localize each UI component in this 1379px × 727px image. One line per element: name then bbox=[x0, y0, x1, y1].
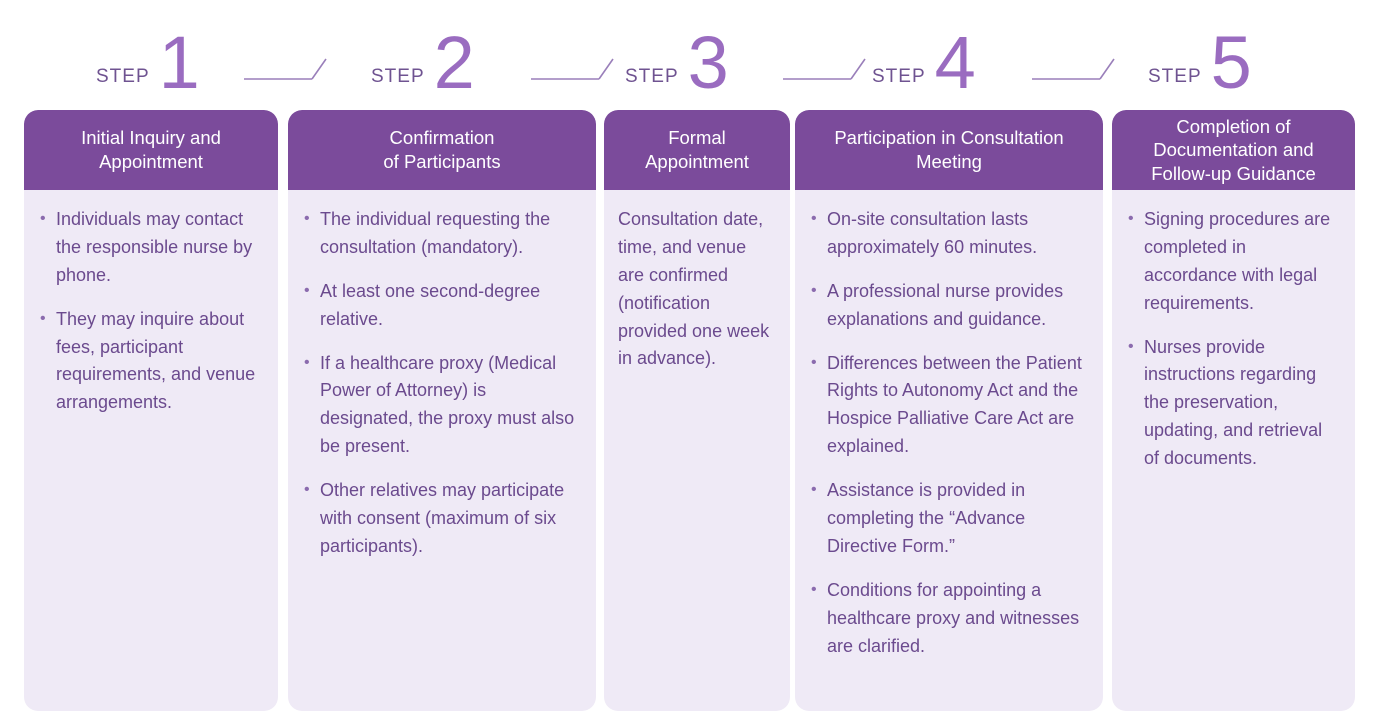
step-card-4-list: On-site consultation lasts approximately… bbox=[809, 206, 1089, 660]
step-card-1-list: Individuals may contact the responsible … bbox=[38, 206, 264, 417]
step-label-4: STEP bbox=[872, 66, 926, 87]
step-card-2-list: The individual requesting the consultati… bbox=[302, 206, 582, 561]
step-card-4[interactable]: Participation in Consultation Meeting On… bbox=[795, 110, 1103, 711]
step-marker-5: STEP 5 bbox=[1148, 26, 1252, 100]
step-number-4: 4 bbox=[934, 21, 976, 104]
step-card-5[interactable]: Completion of Documentation and Follow-u… bbox=[1112, 110, 1355, 711]
step-card-1-title: Initial Inquiry and Appointment bbox=[81, 127, 221, 172]
list-item: If a healthcare proxy (Medical Power of … bbox=[302, 350, 582, 462]
step-card-2-header: Confirmation of Participants bbox=[288, 110, 596, 190]
list-item: Assistance is provided in completing the… bbox=[809, 477, 1089, 561]
step-marker-1: STEP 1 bbox=[96, 26, 200, 100]
step-card-3[interactable]: Formal Appointment Consultation date, ti… bbox=[604, 110, 790, 711]
step-card-3-header: Formal Appointment bbox=[604, 110, 790, 190]
step-card-3-title: Formal Appointment bbox=[645, 127, 749, 172]
list-item: Individuals may contact the responsible … bbox=[38, 206, 264, 290]
list-item: The individual requesting the consultati… bbox=[302, 206, 582, 262]
step-marker-4: STEP 4 bbox=[872, 26, 976, 100]
step-label-1: STEP bbox=[96, 66, 150, 87]
step-card-4-body: On-site consultation lasts approximately… bbox=[795, 190, 1103, 711]
step-number-3: 3 bbox=[687, 21, 729, 104]
step-label-5: STEP bbox=[1148, 66, 1202, 87]
list-item: A professional nurse provides explanatio… bbox=[809, 278, 1089, 334]
list-item: Nurses provide instructions regarding th… bbox=[1126, 334, 1341, 473]
list-item: They may inquire about fees, participant… bbox=[38, 306, 264, 418]
step-label-2: STEP bbox=[371, 66, 425, 87]
step-card-2-body: The individual requesting the consultati… bbox=[288, 190, 596, 711]
step-number-5: 5 bbox=[1210, 21, 1252, 104]
step-card-2[interactable]: Confirmation of Participants The individ… bbox=[288, 110, 596, 711]
step-card-1[interactable]: Initial Inquiry and Appointment Individu… bbox=[24, 110, 278, 711]
step-marker-2: STEP 2 bbox=[371, 26, 475, 100]
step-card-1-body: Individuals may contact the responsible … bbox=[24, 190, 278, 711]
list-item: Other relatives may participate with con… bbox=[302, 477, 582, 561]
step-card-1-header: Initial Inquiry and Appointment bbox=[24, 110, 278, 190]
step-marker-3: STEP 3 bbox=[625, 26, 729, 100]
step-number-1: 1 bbox=[158, 21, 200, 104]
step-card-2-title: Confirmation of Participants bbox=[383, 127, 501, 172]
step-header-row: STEP 1 STEP 2 STEP 3 STEP bbox=[0, 0, 1379, 104]
connector-arrow-4 bbox=[1032, 53, 1115, 83]
list-item: Differences between the Patient Rights t… bbox=[809, 350, 1089, 462]
step-label-3: STEP bbox=[625, 66, 679, 87]
step-card-5-title: Completion of Documentation and Follow-u… bbox=[1151, 115, 1316, 184]
step-card-4-title: Participation in Consultation Meeting bbox=[834, 127, 1064, 172]
step-card-4-header: Participation in Consultation Meeting bbox=[795, 110, 1103, 190]
step-number-2: 2 bbox=[433, 21, 475, 104]
connector-arrow-1 bbox=[244, 53, 327, 83]
step-card-5-header: Completion of Documentation and Follow-u… bbox=[1112, 110, 1355, 190]
list-item: Conditions for appointing a healthcare p… bbox=[809, 577, 1089, 661]
connector-arrow-2 bbox=[531, 53, 614, 83]
list-item: On-site consultation lasts approximately… bbox=[809, 206, 1089, 262]
list-item: At least one second-degree relative. bbox=[302, 278, 582, 334]
list-item: Signing procedures are completed in acco… bbox=[1126, 206, 1341, 318]
step-card-5-list: Signing procedures are completed in acco… bbox=[1126, 206, 1341, 473]
connector-arrow-3 bbox=[783, 53, 866, 83]
step-card-5-body: Signing procedures are completed in acco… bbox=[1112, 190, 1355, 711]
step-card-3-body: Consultation date, time, and venue are c… bbox=[604, 190, 790, 711]
step-card-3-paragraph: Consultation date, time, and venue are c… bbox=[618, 209, 770, 369]
